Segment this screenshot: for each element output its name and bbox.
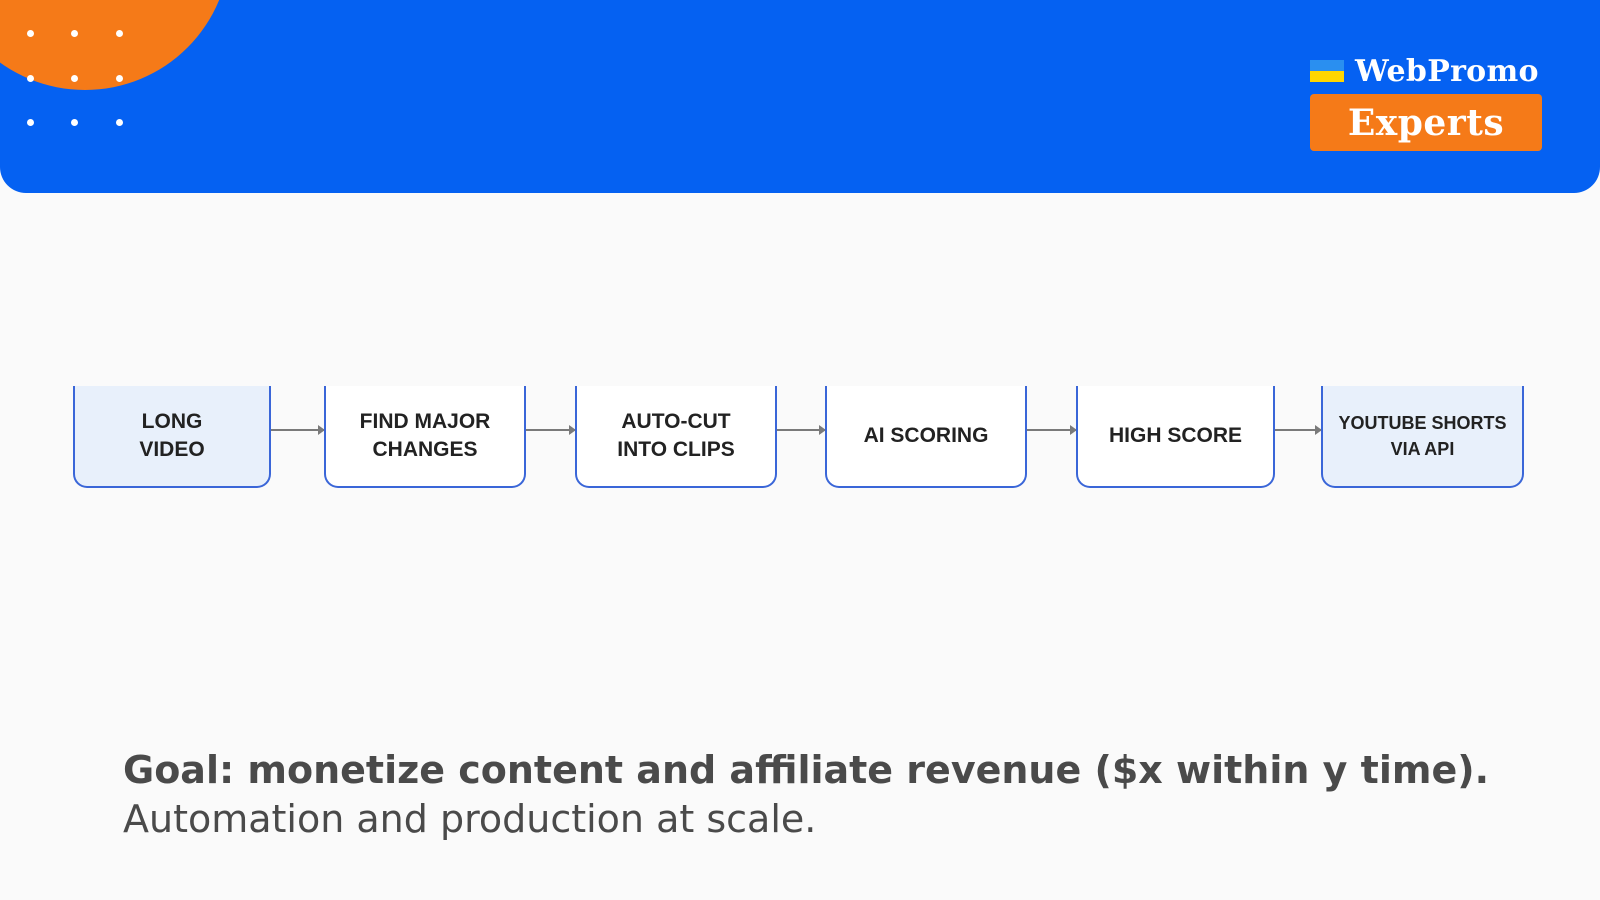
decorative-dot [71, 30, 78, 37]
decorative-dot [27, 119, 34, 126]
header-banner: WebPromo Experts [0, 0, 1600, 193]
step-long-video: LONG VIDEO [73, 386, 271, 488]
decorative-dot-grid [0, 0, 160, 160]
decorative-dot [116, 75, 123, 82]
step-find-major-changes: FIND MAJOR CHANGES [324, 386, 526, 488]
ukraine-flag-icon [1310, 60, 1344, 82]
arrow-5 [1275, 425, 1322, 435]
arrow-3 [777, 425, 826, 435]
decorative-dot [71, 75, 78, 82]
webpromo-experts-logo: WebPromo Experts [1310, 54, 1545, 154]
decorative-dot [116, 30, 123, 37]
decorative-dot [116, 119, 123, 126]
decorative-dot [71, 119, 78, 126]
step-auto-cut-into-clips: AUTO-CUT INTO CLIPS [575, 386, 777, 488]
step-youtube-shorts-via-api: YOUTUBE SHORTS VIA API [1321, 386, 1524, 488]
arrow-1 [271, 425, 325, 435]
goal-subtitle: Automation and production at scale. [123, 797, 817, 841]
step-ai-scoring: AI SCORING [825, 386, 1027, 488]
decorative-dot [27, 75, 34, 82]
logo-badge: Experts [1310, 94, 1542, 151]
step-high-score: HIGH SCORE [1076, 386, 1275, 488]
arrow-2 [526, 425, 576, 435]
goal-statement: Goal: monetize content and affiliate rev… [123, 748, 1490, 792]
logo-title: WebPromo [1355, 54, 1539, 89]
decorative-dot [27, 30, 34, 37]
arrow-4 [1027, 425, 1077, 435]
